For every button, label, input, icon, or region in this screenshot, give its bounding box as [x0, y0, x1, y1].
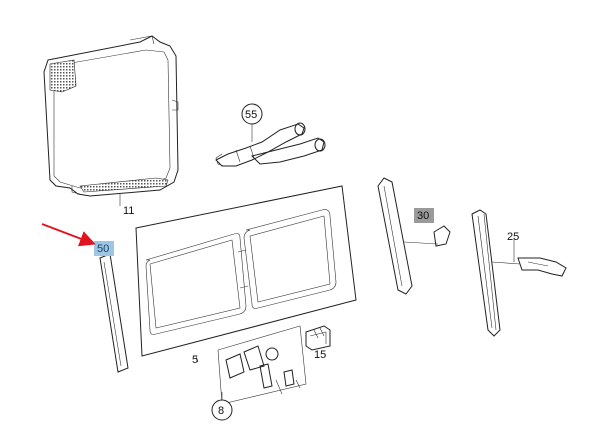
label-11: 11: [123, 205, 134, 217]
callout-55-circle: [241, 103, 263, 125]
part-55-tool[interactable]: [215, 118, 326, 167]
part-15-bracket[interactable]: [305, 325, 331, 351]
label-50-highlight: [94, 241, 114, 256]
label-15: 15: [314, 349, 326, 361]
part-11-window-frame[interactable]: [43, 35, 179, 206]
label-30-highlight: [414, 208, 434, 223]
part-50-trim-strip[interactable]: [99, 253, 129, 373]
part-30-pillar-trim[interactable]: [377, 177, 451, 295]
part-8-fastener-kit[interactable]: [217, 325, 307, 405]
label-25: 25: [507, 231, 519, 243]
label-55: 55: [245, 109, 257, 121]
label-5: 5: [192, 354, 198, 366]
label-30: 30: [417, 210, 429, 222]
label-8: 8: [218, 405, 224, 417]
part-25-seal-strip[interactable]: [471, 209, 567, 337]
red-arrow-icon: [41, 223, 96, 247]
callout-8-circle: [211, 399, 233, 421]
part-5-window-pane[interactable]: [135, 185, 357, 363]
label-50: 50: [97, 243, 109, 255]
